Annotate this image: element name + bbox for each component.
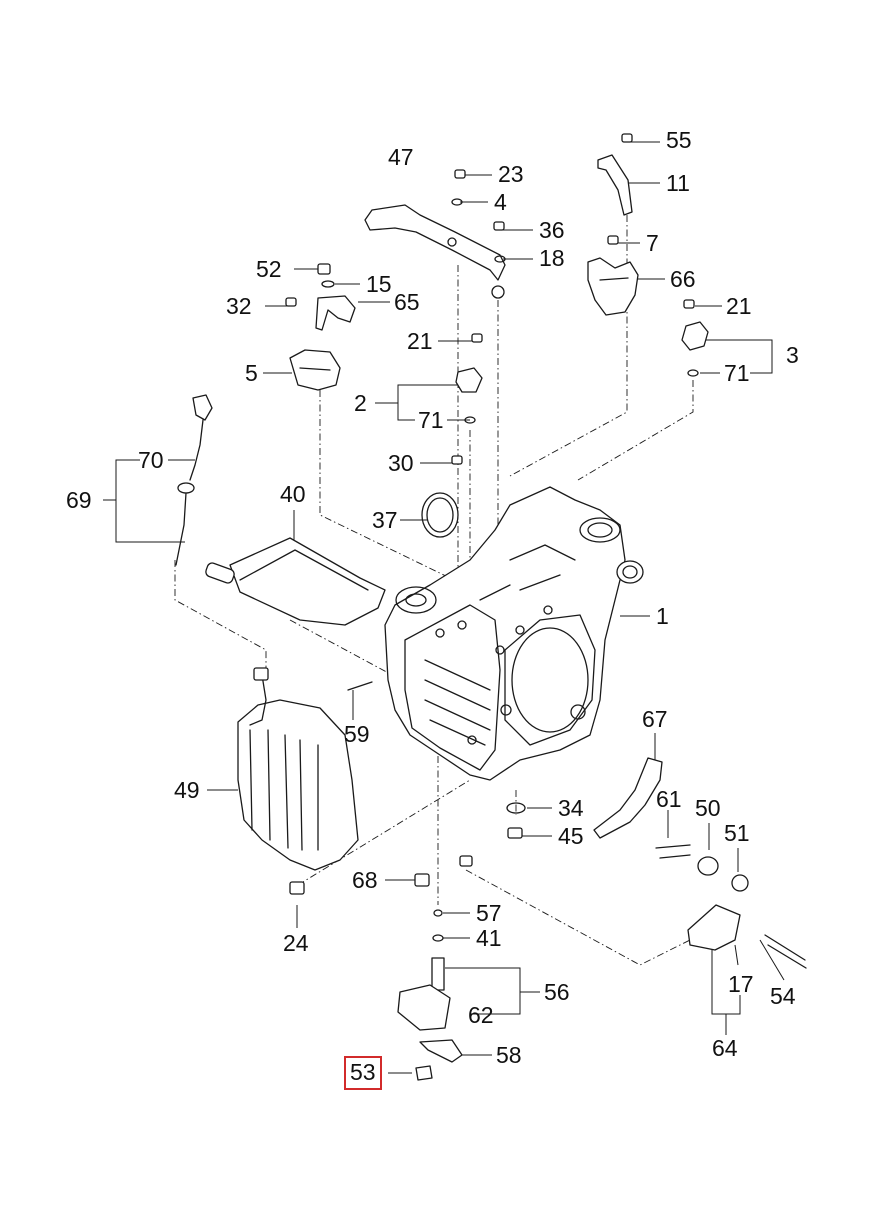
callout-50[interactable]: 50	[695, 795, 721, 821]
sensor-3-part	[681, 321, 709, 351]
callout-21b[interactable]: 21	[726, 293, 752, 319]
oil-pan-part	[237, 667, 359, 871]
callout-36[interactable]: 36	[539, 217, 565, 243]
callout-40[interactable]: 40	[280, 481, 306, 507]
callout-37[interactable]: 37	[372, 507, 398, 533]
callout-45[interactable]: 45	[558, 823, 584, 849]
callout-56[interactable]: 56	[544, 979, 570, 1005]
callout-53-highlighted[interactable]: 53	[344, 1056, 382, 1090]
callout-34[interactable]: 34	[558, 795, 584, 821]
callout-54[interactable]: 54	[770, 983, 796, 1009]
callout-52[interactable]: 52	[256, 256, 282, 282]
callout-4[interactable]: 4	[494, 189, 507, 215]
callout-15[interactable]: 15	[366, 271, 392, 297]
callout-11[interactable]: 11	[666, 170, 690, 196]
callout-66[interactable]: 66	[670, 266, 696, 292]
callout-21a[interactable]: 21	[407, 328, 433, 354]
bracket-66-part	[587, 257, 639, 316]
sensor-2-part	[455, 367, 483, 393]
callout-7[interactable]: 7	[646, 230, 659, 256]
gasket-ring-part	[421, 492, 459, 538]
callout-64[interactable]: 64	[712, 1035, 738, 1061]
callout-67[interactable]: 67	[642, 706, 668, 732]
callout-49[interactable]: 49	[174, 777, 200, 803]
callout-68[interactable]: 68	[352, 867, 378, 893]
callout-59[interactable]: 59	[344, 721, 370, 747]
callout-3[interactable]: 3	[786, 342, 799, 368]
oil-filter-part	[205, 537, 386, 626]
callout-61[interactable]: 61	[656, 786, 682, 812]
callout-30[interactable]: 30	[388, 450, 414, 476]
callout-65[interactable]: 65	[394, 289, 420, 315]
callout-58[interactable]: 58	[496, 1042, 522, 1068]
callout-71b[interactable]: 71	[418, 407, 444, 433]
callout-69[interactable]: 69	[66, 487, 92, 513]
callout-5[interactable]: 5	[245, 360, 258, 386]
inhibitor-switch-part	[289, 349, 341, 391]
callout-1[interactable]: 1	[656, 603, 669, 629]
shift-lever-part	[593, 757, 749, 892]
transaxle-case-part	[384, 486, 644, 781]
lever-65-part	[315, 295, 356, 331]
callout-71a[interactable]: 71	[724, 360, 750, 386]
callout-47[interactable]: 47	[388, 144, 414, 170]
cable-bracket-part	[687, 904, 807, 969]
callout-17[interactable]: 17	[728, 971, 754, 997]
callout-24[interactable]: 24	[283, 930, 309, 956]
pipe-bracket-part	[364, 204, 506, 299]
callout-70[interactable]: 70	[138, 447, 164, 473]
callout-41[interactable]: 41	[476, 925, 502, 951]
callout-57[interactable]: 57	[476, 900, 502, 926]
callout-55[interactable]: 55	[666, 127, 692, 153]
small-fasteners	[285, 133, 699, 942]
leader-lines	[103, 141, 785, 1074]
callout-32[interactable]: 32	[226, 293, 252, 319]
bracket-11-part	[597, 154, 633, 216]
callout-18[interactable]: 18	[539, 245, 565, 271]
callout-23[interactable]: 23	[498, 161, 524, 187]
callout-51[interactable]: 51	[724, 820, 750, 846]
dipstick-part	[175, 394, 213, 566]
manual-shaft-part	[397, 957, 463, 1081]
callout-2[interactable]: 2	[354, 390, 367, 416]
callout-62[interactable]: 62	[468, 1002, 494, 1028]
